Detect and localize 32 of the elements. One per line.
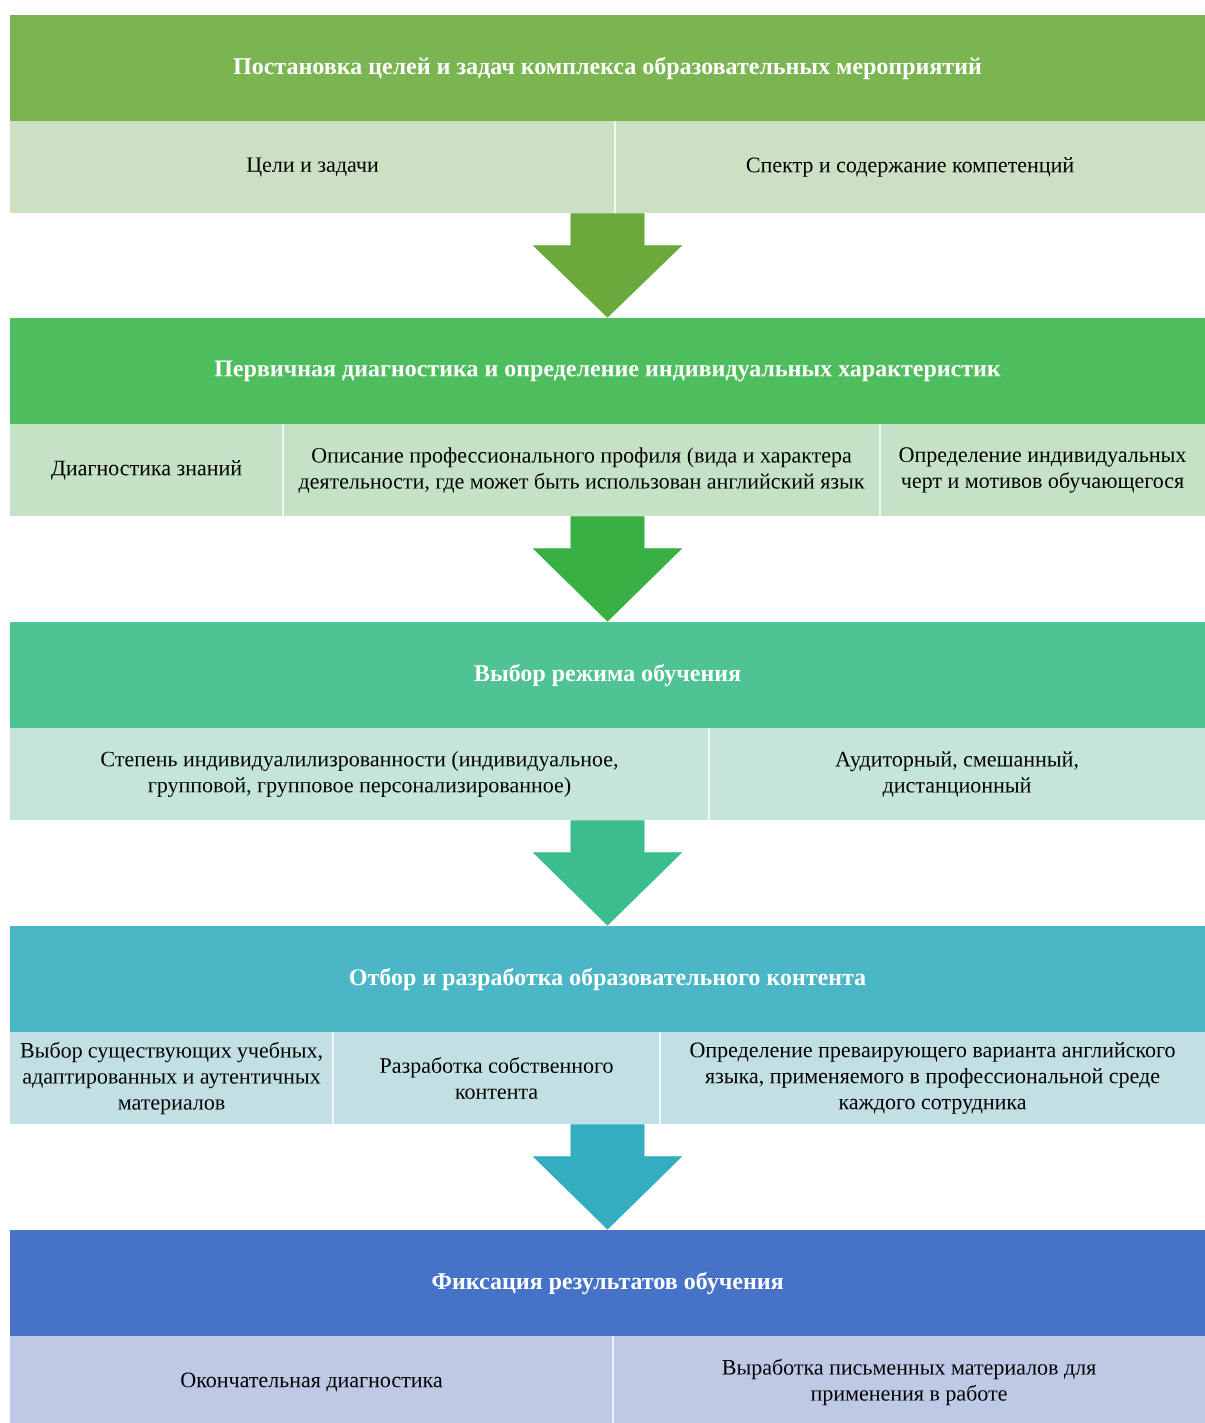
content-cell: Окончательная диагностика [10, 1336, 613, 1423]
node-label: Выработка письменных материалов для применения в работе [722, 1358, 1096, 1406]
content-cell: Степень индивидуалилизрованности (индивидуальное, групповой, групповое персонализированное) [10, 728, 709, 820]
content-cell: Аудиторный, смешанный, дистанционный [709, 728, 1205, 820]
content-cell: Разработка собственного контента [333, 1032, 660, 1124]
node-label: Окончательная диагностика [181, 1372, 443, 1392]
stage-header: Фиксация результатов обучения [10, 1230, 1205, 1336]
block-arrow [532, 516, 683, 622]
stage-header: Постановка целей и задач комплекса образовательных мероприятий [10, 15, 1205, 121]
node-label: Спектр и содержание компетенций [746, 157, 1074, 177]
block-arrow [532, 213, 683, 318]
content-cell: Определение индивидуальных черт и мотивов обучающегося [880, 424, 1205, 516]
content-cell: Спектр и содержание компетенций [615, 121, 1205, 213]
node-label: Аудиторный, смешанный, дистанционный [835, 751, 1078, 797]
content-cell: Определение превaирующего варианта английского языка, применяемого в профессиональной среде каждого сотрудника [660, 1032, 1205, 1124]
node-label: Цели и задачи [246, 157, 379, 177]
node-label: Выбор существующих учебных, адаптированных и аутентичных материалов [20, 1041, 322, 1115]
block-arrow [532, 820, 683, 926]
stage-header: Первичная диагностика и определение индивидуальных характеристик [10, 318, 1205, 424]
content-cell: Выбор существующих учебных, адаптированных и аутентичных материалов [10, 1032, 333, 1124]
node-label: Степень индивидуалилизрованности (индивидуальное, групповой, групповое персонализированное) [101, 750, 618, 797]
content-cell: Диагностика знаний [10, 424, 283, 516]
content-cell: Выработка письменных материалов для применения в работе [613, 1336, 1205, 1423]
node-label: Разработка собственного контента [380, 1057, 613, 1099]
node-label: Определение превaирующего варианта английского языка, применяемого в профессиональной среде каждого сотрудника [690, 1042, 1175, 1114]
node-label: Описание профессионального профиля (вида и характера деятельности, где может быть использован английский язык [298, 447, 865, 493]
node-label: Диагностика знаний [51, 460, 242, 480]
stage-header: Выбор режима обучения [10, 622, 1205, 728]
block-arrow [532, 1124, 683, 1230]
stage-header: Отбор и разработка образовательного контента [10, 926, 1205, 1032]
content-cell: Цели и задачи [10, 121, 615, 213]
node-label: Определение индивидуальных черт и мотивов обучающегося [899, 447, 1187, 493]
